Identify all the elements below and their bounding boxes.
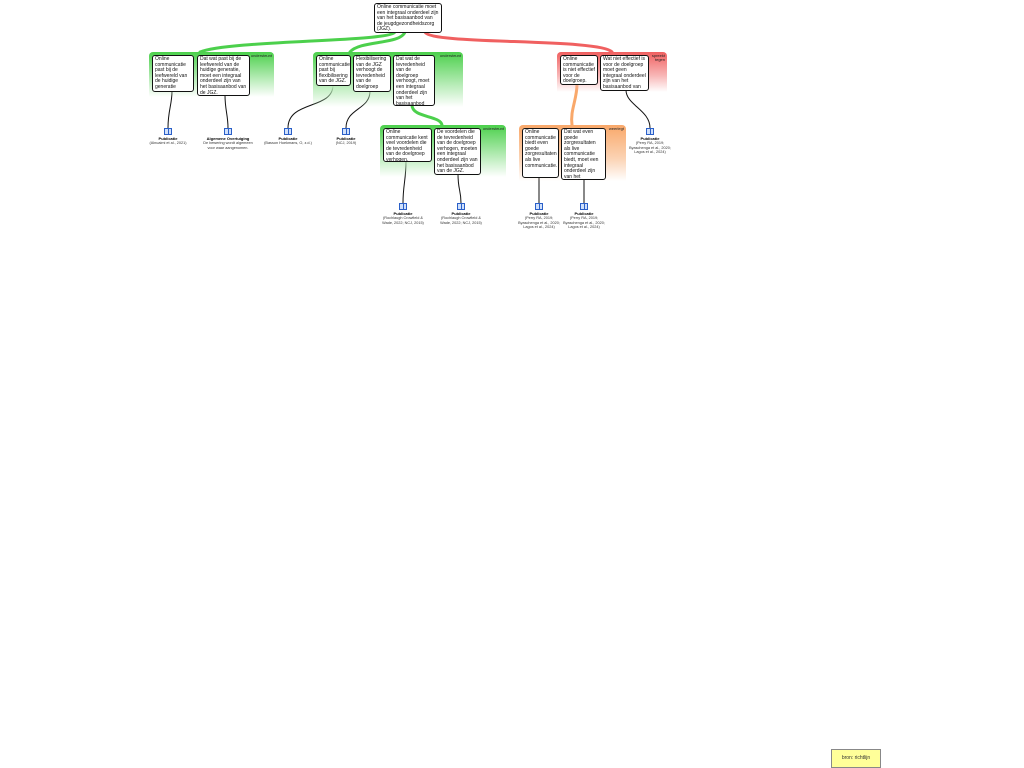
evidence-citation[interactable]: Publicatie(Basson Hoekmans, O, z.d.) bbox=[263, 128, 313, 146]
publication-icon bbox=[646, 128, 654, 135]
evidence-citation[interactable]: Publicatie(Rochlaugh Crowfield & Wade, 2… bbox=[436, 203, 486, 225]
premise-box[interactable]: Online communicatie kent veel voordelen … bbox=[383, 128, 432, 162]
citation-text: (Perry RA, 2019; Byaschenga et al., 2020… bbox=[518, 216, 560, 230]
premise-box[interactable]: Wat niet effectief is voor de doelgroep … bbox=[600, 55, 649, 91]
citation-text: (Rochlaugh Crowfield & Wade, 2022; NCJ, … bbox=[440, 216, 482, 225]
citation-text: (Rochlaugh Crowfield & Wade, 2022; NCJ, … bbox=[382, 216, 424, 225]
evidence-citation[interactable]: Publicatie(Perry RA, 2019; Byaschenga et… bbox=[514, 203, 564, 230]
citation-text: De bewering wordt algemeen voor waar aan… bbox=[203, 141, 253, 150]
evidence-citation[interactable]: Publicatie(NCJ, 2019) bbox=[321, 128, 371, 146]
publication-icon bbox=[342, 128, 350, 135]
citation-type: Publicatie bbox=[640, 136, 660, 141]
evidence-citation[interactable]: Publicatie(Rochlaugh Crowfield & Wade, 2… bbox=[378, 203, 428, 225]
premise-box[interactable]: De voordelen die de tevredenheid van de … bbox=[434, 128, 481, 175]
relation-label: spreekt tegen bbox=[651, 53, 665, 63]
legend-note: bron: richtlijn bbox=[831, 749, 881, 768]
evidence-link bbox=[457, 173, 462, 204]
publication-icon bbox=[164, 128, 172, 135]
publication-icon bbox=[399, 203, 407, 210]
evidence-link bbox=[224, 94, 229, 129]
premise-box[interactable]: Flexibilisering van de JGZ verhoogt de t… bbox=[353, 55, 391, 92]
evidence-link bbox=[625, 89, 651, 129]
citation-type: Publicatie bbox=[336, 136, 356, 141]
citation-type: Publicatie bbox=[574, 211, 594, 216]
citation-type: Publicatie bbox=[158, 136, 178, 141]
relation-label: weerlegt bbox=[608, 126, 624, 131]
premise-box[interactable]: Online communicatie past bij de leefwere… bbox=[152, 55, 194, 92]
citation-type: Publicatie bbox=[451, 211, 471, 216]
support-link bbox=[198, 30, 397, 54]
citation-type: Publicatie bbox=[529, 211, 549, 216]
premise-box[interactable]: Dat wat even goede zorgresultaten als li… bbox=[561, 128, 606, 180]
premise-box[interactable]: Dat wat past bij de leefwereld van de hu… bbox=[197, 55, 250, 96]
citation-text: (Perry RA, 2019; Byaschenga et al., 2020… bbox=[629, 141, 671, 155]
citation-text: (Basson Hoekmans, O, z.d.) bbox=[264, 141, 312, 146]
citation-text: (Alnuaimi et al., 2021) bbox=[149, 141, 187, 146]
citation-type: Publicatie bbox=[393, 211, 413, 216]
citation-type: Algemene Overtuiging bbox=[206, 136, 250, 141]
citation-text: (NCJ, 2019) bbox=[335, 141, 357, 146]
premise-box[interactable]: Dat wat de tevredenheid van de doelgroep… bbox=[393, 55, 435, 106]
relation-label: ondersteunt bbox=[482, 126, 504, 131]
premise-box[interactable]: Online communicatie is niet effectief vo… bbox=[560, 55, 598, 85]
premise-box[interactable]: Online communicatie biedt even goede zor… bbox=[522, 128, 559, 178]
evidence-citation[interactable]: Publicatie(Alnuaimi et al., 2021) bbox=[143, 128, 193, 146]
publication-icon bbox=[457, 203, 465, 210]
relation-label: ondersteunt bbox=[250, 53, 272, 58]
main-claim[interactable]: Online communicatie moet een integraal o… bbox=[374, 3, 442, 33]
common-belief-icon bbox=[224, 128, 232, 135]
support-link bbox=[348, 30, 407, 54]
support-link bbox=[410, 103, 444, 127]
publication-icon bbox=[535, 203, 543, 210]
evidence-citation[interactable]: Publicatie(Perry RA, 2019; Byaschenga et… bbox=[625, 128, 675, 155]
relation-label: ondersteunt bbox=[439, 53, 461, 58]
publication-icon bbox=[580, 203, 588, 210]
citation-type: Publicatie bbox=[278, 136, 298, 141]
evidence-citation[interactable]: Publicatie(Perry RA, 2019; Byaschenga et… bbox=[559, 203, 609, 230]
citation-text: (Perry RA, 2019; Byaschenga et al., 2020… bbox=[563, 216, 605, 230]
premise-box[interactable]: Online communicatie past bij flexibilise… bbox=[316, 55, 351, 86]
publication-icon bbox=[284, 128, 292, 135]
oppose-link bbox=[423, 30, 614, 54]
